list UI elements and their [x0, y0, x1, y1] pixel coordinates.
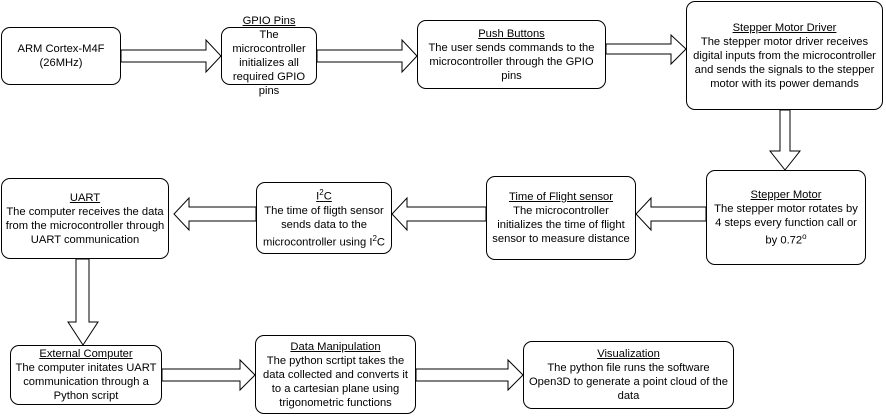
- node-external-computer-body: The computer initates UART communication…: [15, 362, 157, 402]
- arrow-external-to-manip: [161, 358, 256, 392]
- node-push-buttons-title: Push Buttons: [478, 27, 545, 40]
- node-stepper-motor: Stepper Motor The stepper motor rotates …: [706, 170, 866, 265]
- node-data-manipulation-title: Data Manipulation: [290, 340, 381, 353]
- node-gpio-pins-body: The microcontroller initializes all requ…: [232, 29, 306, 97]
- node-tof-sensor-body: The microcontroller initializes the time…: [492, 205, 630, 245]
- node-data-manipulation-body: The python scrtipt takes the data collec…: [263, 354, 408, 409]
- node-arm-cortex: ARM Cortex-M4F (26MHz): [1, 27, 121, 85]
- node-i2c-body: The time of fligth sensor sends data to …: [260, 204, 388, 250]
- node-tof-sensor: Time of Flight sensor The microcontrolle…: [486, 176, 636, 260]
- arrow-driver-to-motor: [768, 109, 802, 171]
- node-i2c-title: I2C: [316, 186, 332, 204]
- arrow-i2c-to-uart: [173, 196, 257, 232]
- node-visualization: Visualization The python file runs the s…: [523, 341, 734, 409]
- node-i2c-body-sup: 2: [372, 234, 377, 243]
- node-uart-body: The computer receives the data from the …: [5, 205, 165, 246]
- node-stepper-driver-body: The stepper motor driver receives digita…: [693, 35, 876, 90]
- arrow-uart-to-external: [67, 258, 99, 346]
- node-uart: UART The computer receives the data from…: [1, 178, 169, 259]
- degree-sup: o: [802, 231, 807, 241]
- node-external-computer: External Computer The computer initates …: [10, 345, 162, 405]
- arrow-manip-to-viz: [415, 358, 524, 392]
- node-push-buttons: Push Buttons The user sends commands to …: [417, 20, 606, 89]
- node-i2c-title-pre: I: [316, 191, 320, 203]
- node-visualization-title: Visualization: [597, 348, 660, 360]
- node-external-computer-title: External Computer: [39, 348, 133, 360]
- node-data-manipulation: Data Manipulation The python scrtipt tak…: [255, 335, 416, 414]
- node-i2c-body-post: C: [376, 236, 385, 249]
- node-gpio-pins-title: GPIO Pins: [242, 15, 296, 27]
- node-visualization-body: The python file runs the software Open3D…: [528, 362, 729, 402]
- arrow-arm-to-gpio: [120, 38, 222, 74]
- node-stepper-motor-title: Stepper Motor: [750, 188, 822, 201]
- node-stepper-motor-body: The stepper motor rotates by 4 steps eve…: [710, 202, 862, 248]
- node-i2c: I2C The time of fligth sensor sends data…: [256, 182, 392, 254]
- node-tof-sensor-title: Time of Flight sensor: [508, 191, 614, 203]
- node-stepper-driver-title: Stepper Motor Driver: [732, 21, 837, 34]
- node-arm-cortex-text: ARM Cortex-M4F (26MHz): [17, 43, 105, 69]
- node-push-buttons-body: The user sends commands to the microcont…: [428, 41, 595, 82]
- arrow-motor-to-tof: [635, 196, 707, 232]
- node-stepper-motor-body-text: The stepper motor rotates by 4 steps eve…: [714, 202, 858, 247]
- node-i2c-title-post: C: [323, 191, 332, 203]
- node-i2c-body-pre: The time of fligth sensor sends data to …: [263, 205, 384, 249]
- node-stepper-driver: Stepper Motor Driver The stepper motor d…: [686, 1, 883, 110]
- arrow-tof-to-i2c: [391, 196, 487, 232]
- node-i2c-title-sup: 2: [319, 188, 324, 198]
- node-uart-title: UART: [69, 191, 101, 204]
- node-gpio-pins: GPIO Pins The microcontroller initialize…: [221, 15, 317, 97]
- arrow-gpio-to-buttons: [316, 38, 418, 74]
- arrow-buttons-to-driver: [605, 33, 687, 66]
